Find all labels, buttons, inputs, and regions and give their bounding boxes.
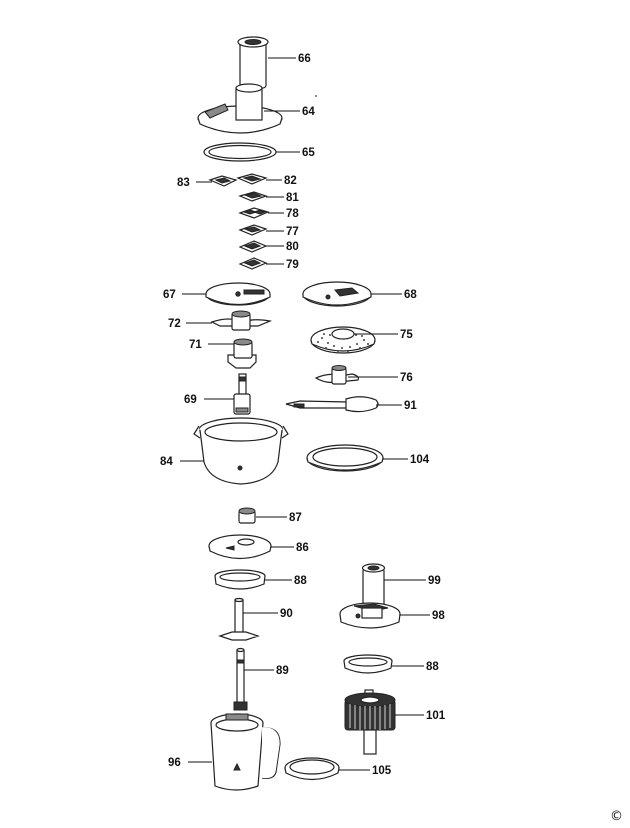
label-75: 75 bbox=[400, 329, 413, 341]
label-77: 77 bbox=[286, 226, 299, 238]
part-82-blade bbox=[236, 173, 268, 185]
label-80: 80 bbox=[286, 241, 299, 253]
part-80-blade bbox=[238, 240, 268, 253]
label-83: 83 bbox=[177, 177, 190, 189]
part-99-pusher bbox=[361, 563, 386, 611]
label-99: 99 bbox=[428, 575, 441, 587]
part-69-spindle bbox=[233, 373, 251, 415]
part-75-grating-disc bbox=[310, 326, 376, 354]
part-88-ring bbox=[214, 569, 266, 590]
label-90: 90 bbox=[280, 608, 293, 620]
part-101-gear bbox=[344, 689, 396, 755]
label-69: 69 bbox=[184, 394, 197, 406]
part-81-blade bbox=[238, 191, 268, 202]
label-76: 76 bbox=[400, 372, 413, 384]
part-89-shaft bbox=[233, 647, 248, 711]
part-79-blade bbox=[238, 257, 268, 270]
label-68: 68 bbox=[404, 289, 417, 301]
label-65: 65 bbox=[302, 147, 315, 159]
label-82: 82 bbox=[284, 175, 297, 187]
part-84-bowl bbox=[193, 417, 289, 485]
label-72: 72 bbox=[168, 318, 181, 330]
part-88-ring-right bbox=[343, 654, 393, 674]
label-64: 64 bbox=[302, 106, 315, 118]
part-96-jug bbox=[210, 713, 281, 791]
label-101: 101 bbox=[426, 710, 446, 722]
label-86: 86 bbox=[296, 542, 309, 554]
part-78-blade bbox=[238, 207, 270, 219]
part-77-blade bbox=[238, 224, 268, 236]
part-64-cover bbox=[197, 83, 283, 134]
label-88-right: 88 bbox=[426, 661, 439, 673]
copyright-mark: © bbox=[610, 809, 623, 824]
label-96: 96 bbox=[168, 757, 181, 769]
label-78: 78 bbox=[286, 208, 299, 220]
part-105-lid bbox=[284, 757, 340, 781]
part-91-spatula bbox=[285, 396, 379, 413]
label-98: 98 bbox=[432, 610, 445, 622]
part-71-adapter bbox=[227, 338, 257, 369]
part-67-disc bbox=[205, 282, 271, 306]
label-84: 84 bbox=[160, 456, 173, 468]
label-66: 66 bbox=[298, 53, 311, 65]
part-65-gasket bbox=[203, 142, 277, 162]
part-90-blade-shaft bbox=[218, 597, 260, 641]
label-89: 89 bbox=[276, 665, 289, 677]
label-88-left: 88 bbox=[294, 575, 307, 587]
label-105: 105 bbox=[372, 765, 392, 777]
label-81: 81 bbox=[286, 192, 299, 204]
label-67: 67 bbox=[163, 289, 176, 301]
part-104-lid bbox=[306, 444, 384, 472]
part-66-pusher bbox=[237, 36, 269, 89]
part-76-blade bbox=[314, 365, 359, 385]
part-87-cap bbox=[238, 507, 256, 524]
label-104: 104 bbox=[410, 454, 430, 466]
part-86-lid bbox=[208, 534, 272, 560]
part-98-lid bbox=[339, 602, 401, 629]
label-71: 71 bbox=[189, 339, 202, 351]
label-79: 79 bbox=[286, 259, 299, 271]
part-68-disc bbox=[302, 281, 372, 307]
label-87: 87 bbox=[289, 512, 302, 524]
part-83-blade bbox=[208, 175, 238, 187]
label-91: 91 bbox=[404, 400, 417, 412]
part-72-chopping-blade bbox=[210, 310, 273, 331]
